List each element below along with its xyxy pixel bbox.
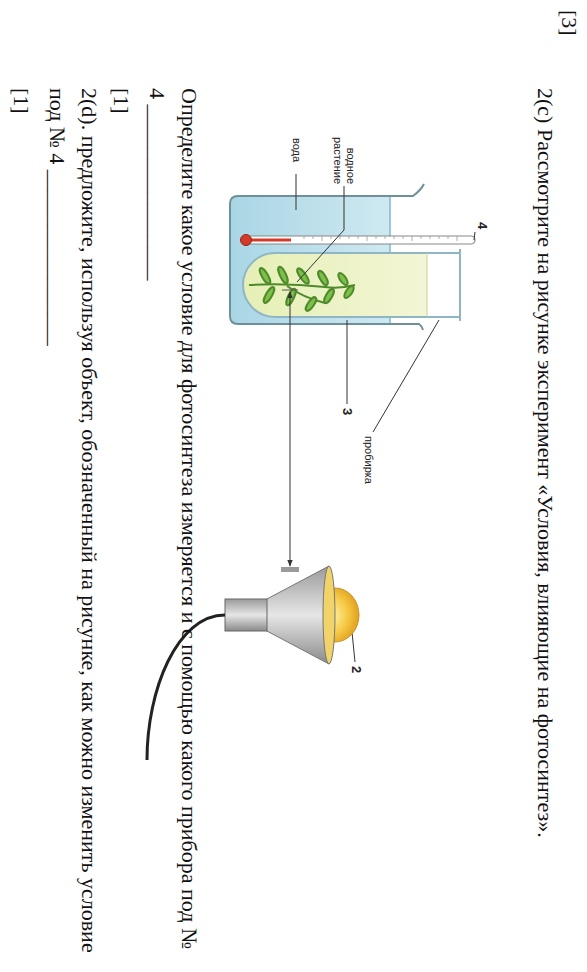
callout-number: 4 [472,222,491,229]
part-label: водное растение [332,120,357,184]
question-text: 2(c) Рассмотрите на рисунке эксперимент … [529,88,561,958]
question-text: Определите какое условие для фотосинтеза… [141,88,205,958]
callout-number: 2 [346,666,365,673]
score-mark: [1] [5,88,37,114]
question-text: 2(d). предложите, используя объект, обоз… [41,88,105,958]
score-mark: [3] [553,10,585,36]
part-label: вода [290,138,303,162]
part-label: пробирка [362,436,375,484]
score-mark: [1] [105,88,137,114]
callout-number: 3 [337,408,356,415]
